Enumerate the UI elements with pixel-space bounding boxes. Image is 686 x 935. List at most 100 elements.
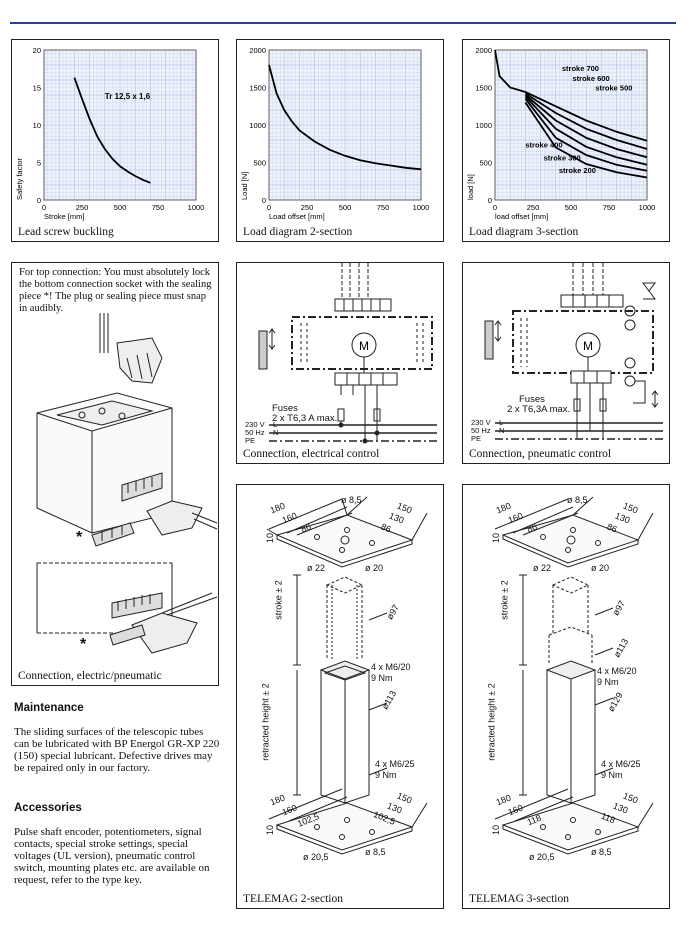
voltage-label: 230 V <box>471 418 491 427</box>
x-tick-label: 1000 <box>413 203 430 212</box>
series-line <box>525 91 648 142</box>
y-axis-label: load [N] <box>466 174 475 200</box>
y-tick-label: 15 <box>33 84 41 93</box>
dim-bottom-10: 10 <box>491 824 502 836</box>
y-tick-label: 2000 <box>475 46 492 55</box>
x-tick-label: 250 <box>76 203 89 212</box>
motor-symbol: M <box>583 339 593 353</box>
y-tick-label: 10 <box>33 121 41 130</box>
y-tick-label: 5 <box>37 159 41 168</box>
top-connection-note: For top connection: You must absolutely … <box>19 267 212 314</box>
dim-d22: ø 22 <box>307 563 326 573</box>
torque-9nm-a: 9 Nm <box>597 677 619 687</box>
chart-caption: Load diagram 3-section <box>469 226 579 238</box>
y-tick-label: 500 <box>479 159 492 168</box>
torque-9nm-b: 9 Nm <box>601 770 623 780</box>
stroke-label: stroke 200 <box>559 166 596 175</box>
accessories-heading: Accessories <box>14 802 82 814</box>
series-line <box>524 98 648 172</box>
dim-hole-8-5: ø 8,5 <box>341 495 362 505</box>
telemag-3-section-panel: 180 160 86 ø 8,5 150 130 86 10 ø 22 ø 20… <box>462 484 670 909</box>
maintenance-heading: Maintenance <box>14 702 84 714</box>
dim-d22: ø 22 <box>533 563 552 573</box>
telemag-3-drawing <box>494 496 654 855</box>
panel-caption: Connection, pneumatic control <box>469 448 612 460</box>
frequency-label: 50 Hz <box>471 426 491 435</box>
screw-m6-20: 4 x M6/20 <box>371 662 411 672</box>
plot-frame <box>494 49 648 201</box>
x-tick-label: 250 <box>527 203 540 212</box>
panel-caption: Connection, electric/pneumatic <box>18 670 162 682</box>
stroke-label: stroke 600 <box>573 74 610 83</box>
dim-bottom-d20-5: ø 20,5 <box>529 852 555 862</box>
y-tick-label: 1000 <box>475 121 492 130</box>
series-line <box>524 94 648 159</box>
y-tick-label: 0 <box>37 196 41 205</box>
x-axis-label: load offset [mm] <box>495 212 548 221</box>
series-line <box>524 101 648 179</box>
y-axis-label: Load [N] <box>240 172 249 200</box>
pneumatic-control-panel: M Fuses 2 x T6,3A max. 230 V 50 Hz L N P… <box>462 262 670 464</box>
screw-m6-25: 4 x M6/25 <box>375 759 415 769</box>
y-axis-label: Safety factor <box>15 157 24 200</box>
screw-m6-25: 4 x M6/25 <box>601 759 641 769</box>
series-line <box>524 92 648 150</box>
x-tick-label: 750 <box>152 203 165 212</box>
x-tick-label: 1000 <box>188 203 205 212</box>
connection-illustration <box>36 313 218 654</box>
dim-bottom-10: 10 <box>265 824 276 836</box>
pneumatic-wiring-diagram: M <box>484 263 663 440</box>
x-axis-label: Stroke [mm] <box>44 212 84 221</box>
dim-bottom-d8-5: ø 8,5 <box>591 847 612 857</box>
line-l: L <box>273 420 278 429</box>
telemag-2-section-panel: 180 160 86 ø 8,5 150 130 86 10 ø 22 ø 20… <box>236 484 444 909</box>
line-n: N <box>273 428 279 437</box>
top-rule <box>10 22 676 24</box>
series-line <box>268 64 422 171</box>
y-tick-label: 1500 <box>249 84 266 93</box>
y-tick-label: 0 <box>488 196 492 205</box>
dim-bottom-d20-5: ø 20,5 <box>303 852 329 862</box>
y-tick-label: 20 <box>33 46 41 55</box>
retracted-height-dim: retracted height ± 2 <box>260 683 271 761</box>
dim-d20: ø 20 <box>365 563 384 573</box>
motor-symbol: M <box>359 339 369 353</box>
line-n: N <box>499 426 505 435</box>
electrical-control-panel: M Fuses 2 x T6,3 A max. 230 V 50 Hz L N … <box>236 262 444 464</box>
panel-caption: Connection, electrical control <box>243 448 380 460</box>
stroke-label: stroke 300 <box>544 153 581 162</box>
series-line <box>524 95 648 166</box>
line-pe: PE <box>471 434 482 443</box>
y-tick-label: 500 <box>253 159 266 168</box>
torque-9nm-b: 9 Nm <box>375 770 397 780</box>
x-tick-label: 500 <box>114 203 127 212</box>
retracted-height-dim: retracted height ± 2 <box>486 683 497 761</box>
fuses-label: Fuses <box>519 394 545 405</box>
screw-m6-20: 4 x M6/20 <box>597 666 637 676</box>
stroke-dim: stroke ± 2 <box>273 580 284 620</box>
x-tick-label: 750 <box>603 203 616 212</box>
frequency-label: 50 Hz <box>245 428 265 437</box>
fuses-spec: 2 x T6,3 A max. <box>272 413 338 424</box>
line-pe: PE <box>245 436 256 445</box>
connection-electric-pneumatic-panel: For top connection: You must absolutely … <box>11 262 219 686</box>
x-tick-label: 500 <box>565 203 578 212</box>
x-tick-label: 250 <box>301 203 314 212</box>
maintenance-text: The sliding surfaces of the telescopic t… <box>14 726 220 774</box>
accessories-text: Pulse shaft encoder, potentiometers, sig… <box>14 826 210 886</box>
x-axis-label: Load offset [mm] <box>269 212 325 221</box>
y-tick-label: 2000 <box>249 46 266 55</box>
line-l: L <box>499 418 504 427</box>
chart-caption: Lead screw buckling <box>18 226 114 238</box>
stroke-label: stroke 700 <box>562 64 599 73</box>
y-tick-label: 0 <box>262 196 266 205</box>
y-tick-label: 1500 <box>475 84 492 93</box>
x-tick-label: 500 <box>339 203 352 212</box>
fuses-label: Fuses <box>272 403 298 414</box>
dim-10: 10 <box>265 532 276 544</box>
plot-frame <box>268 49 422 201</box>
